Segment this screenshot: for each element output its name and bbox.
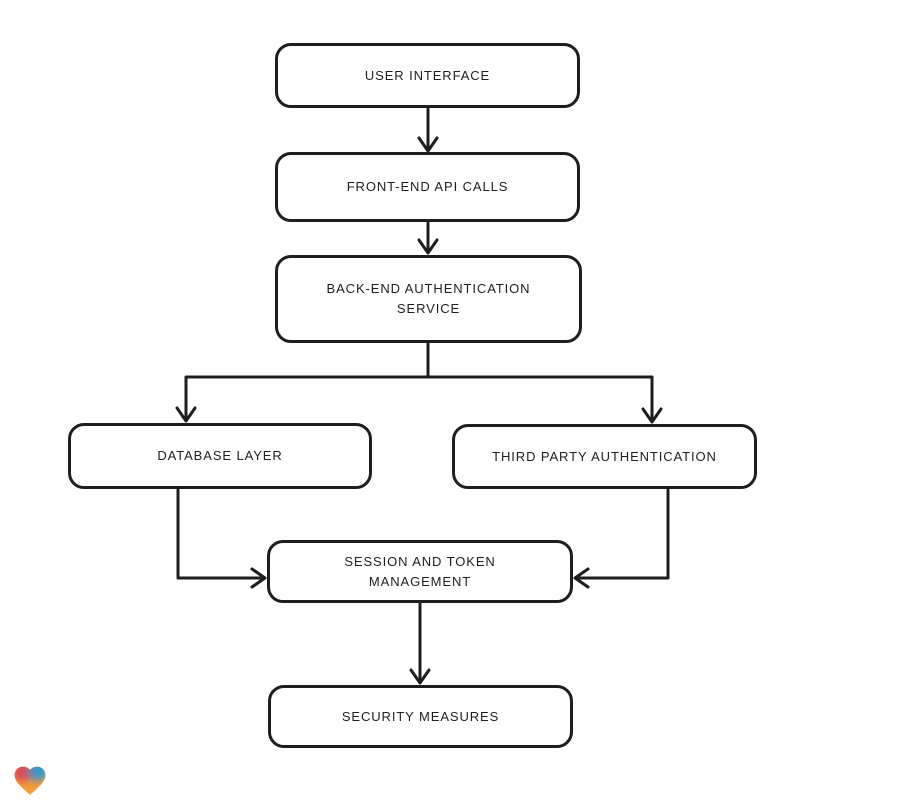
edge-ui-to-frontend xyxy=(417,107,439,153)
node-database-layer: DATABASE LAYER xyxy=(68,423,372,489)
node-user-interface: USER INTERFACE xyxy=(275,43,580,108)
lovable-badge[interactable] xyxy=(10,762,50,799)
node-label: BACK-END AUTHENTICATION SERVICE xyxy=(326,281,531,316)
node-back-end-authentication-service: BACK-END AUTHENTICATION SERVICE xyxy=(275,255,582,343)
node-label: SESSION AND TOKEN MANAGEMENT xyxy=(344,553,496,589)
node-label: FRONT-END API CALLS xyxy=(346,179,509,194)
node-label: USER INTERFACE xyxy=(364,67,491,83)
node-label: THIRD PARTY AUTHENTICATION xyxy=(492,448,717,464)
edge-backend-to-thirdparty xyxy=(426,342,663,424)
node-security-measures: SECURITY MEASURES xyxy=(268,685,573,748)
edge-backend-to-database xyxy=(175,342,430,423)
node-label: SECURITY MEASURES xyxy=(341,708,500,724)
node-third-party-authentication: THIRD PARTY AUTHENTICATION xyxy=(452,424,757,489)
edge-frontend-to-backend xyxy=(417,221,439,255)
edge-database-to-session xyxy=(176,488,267,589)
node-label: DATABASE LAYER xyxy=(157,448,283,463)
node-front-end-api-calls: FRONT-END API CALLS xyxy=(275,152,580,222)
node-session-and-token-management: SESSION AND TOKEN MANAGEMENT xyxy=(267,540,573,603)
edge-session-to-security xyxy=(409,602,431,685)
edge-thirdparty-to-session xyxy=(573,488,670,589)
heart-icon xyxy=(14,766,46,795)
